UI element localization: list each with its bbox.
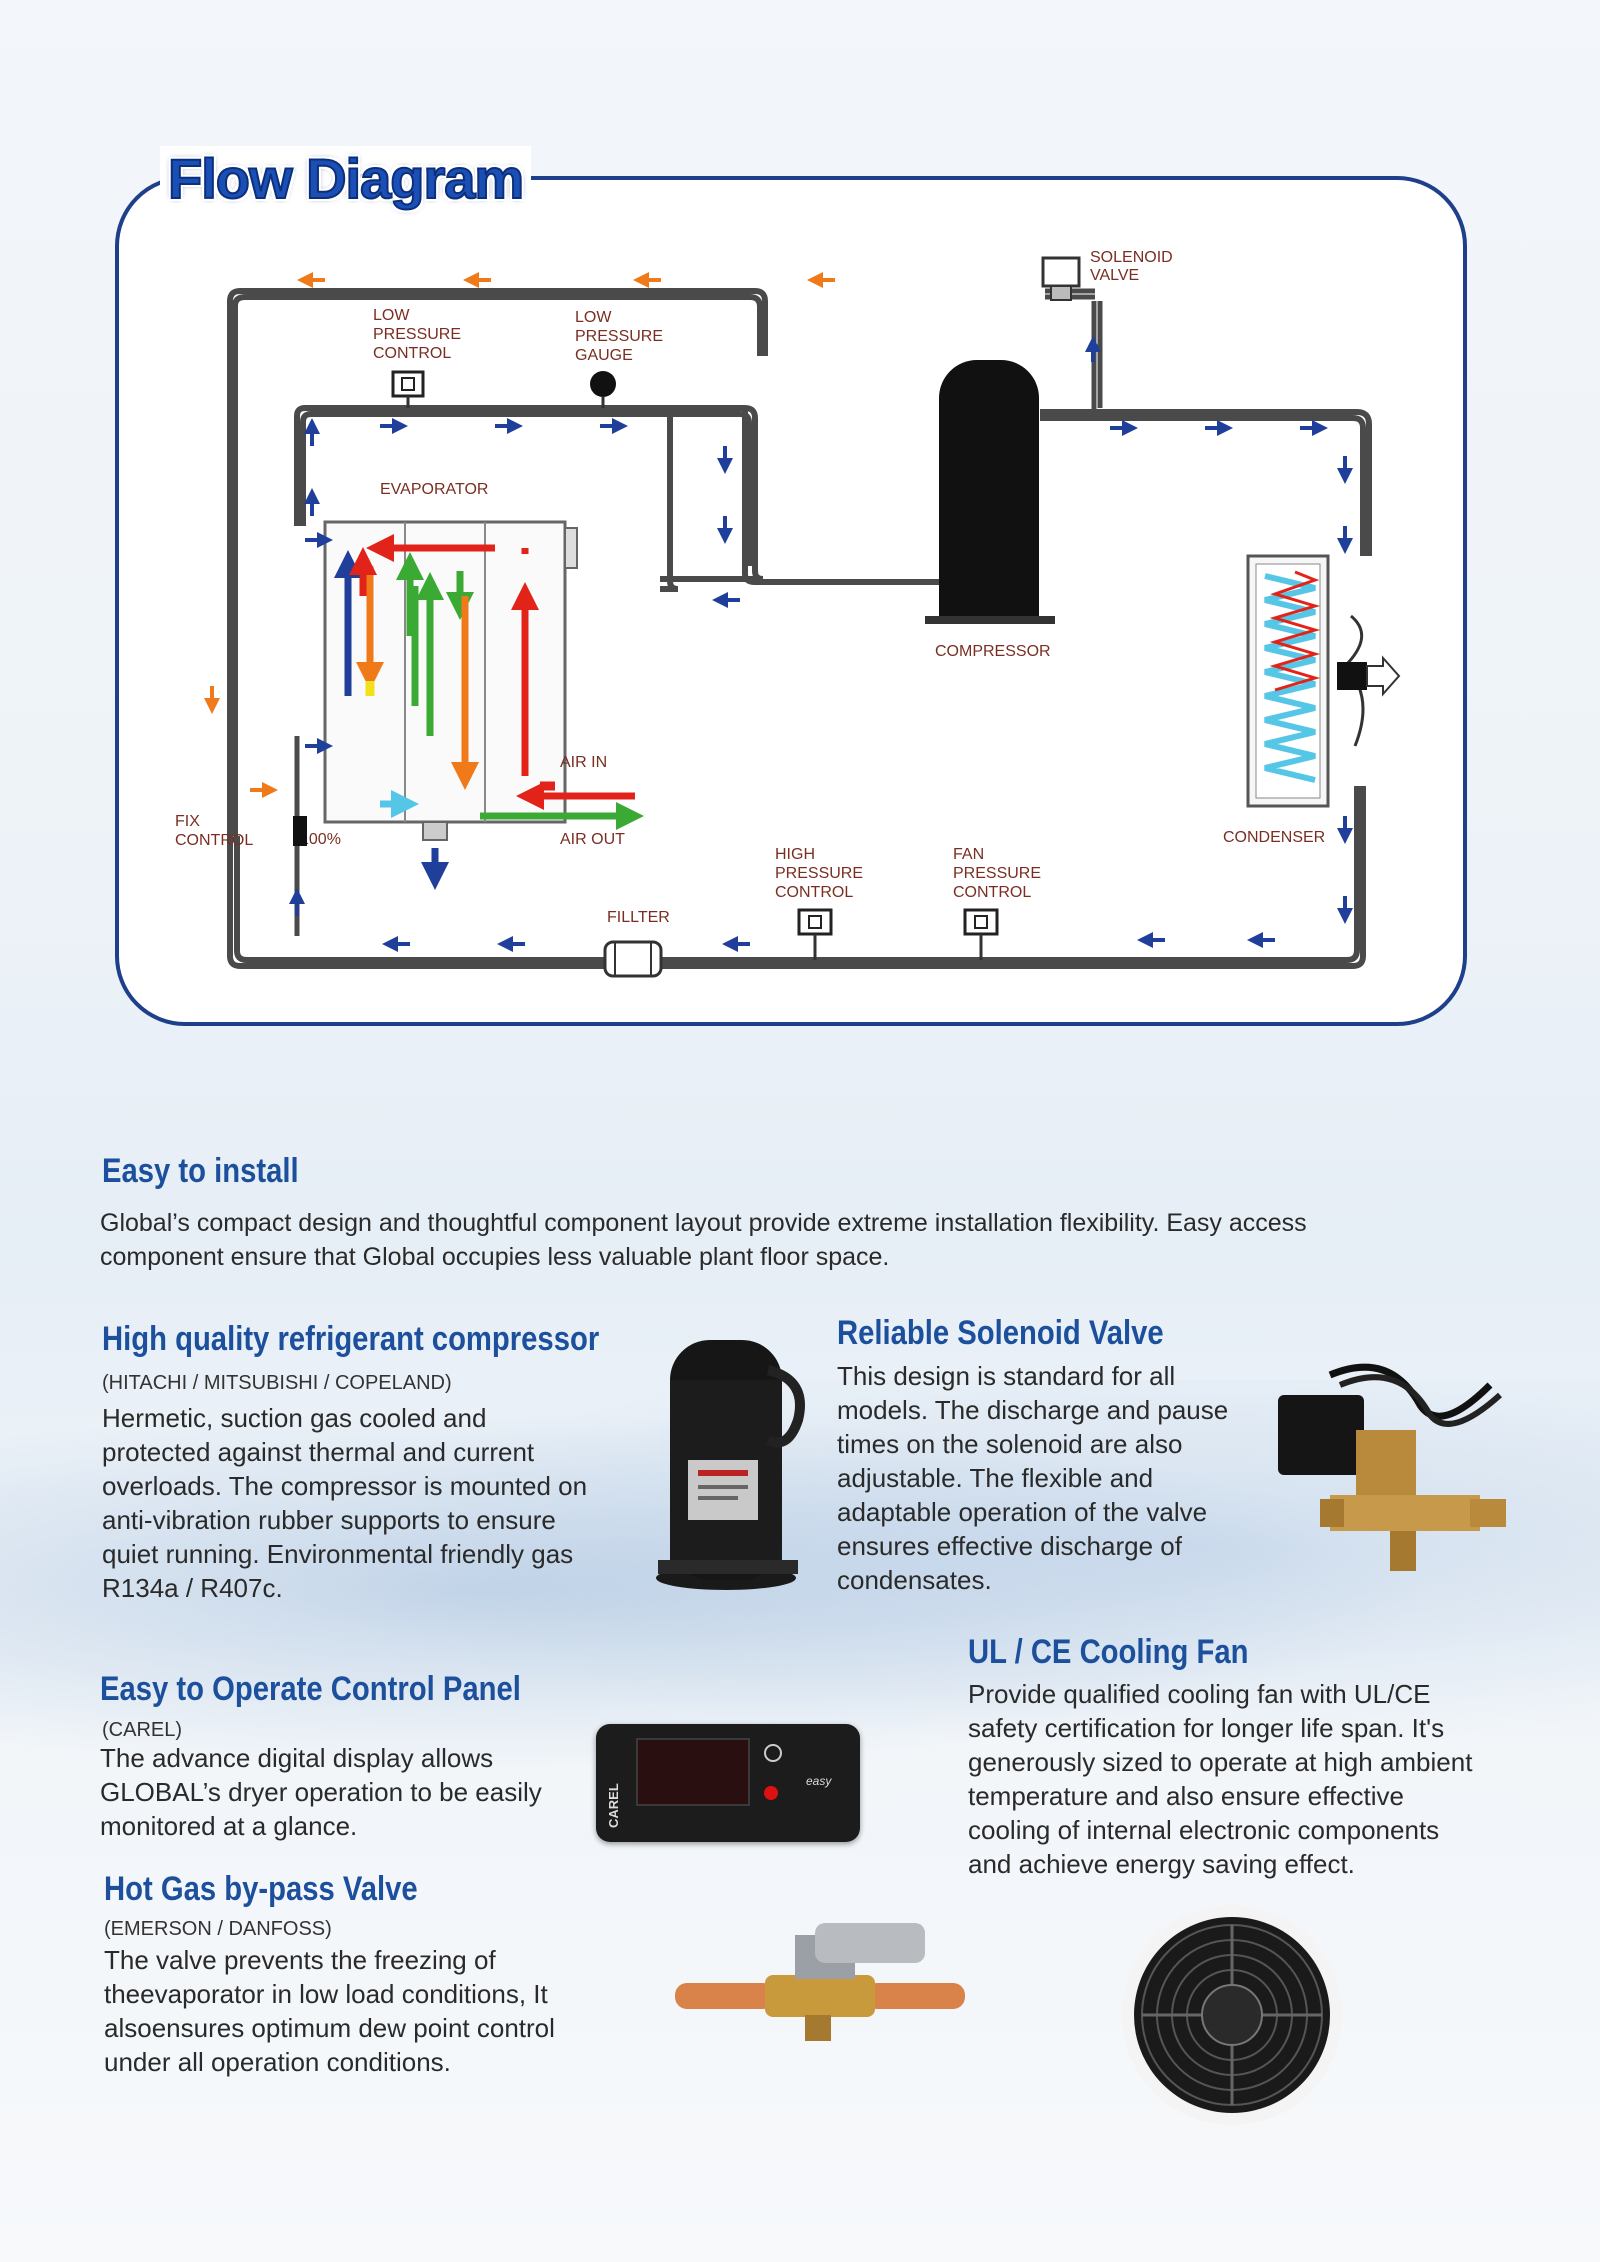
diagram-title: Flow Diagram [160, 146, 532, 211]
hotgas-heading: Hot Gas by-pass Valve [104, 1870, 418, 1908]
compressor-line-2: protected against thermal and current [102, 1437, 535, 1467]
fan-line-4: temperature and also ensure effective [968, 1781, 1405, 1811]
solenoid-label-2: VALVE [1090, 267, 1139, 284]
solenoid-label-1: SOLENOID [1090, 249, 1173, 266]
air-in-label: AIR IN [560, 754, 607, 771]
easy-logo: easy [806, 1774, 832, 1788]
compressor-line-5: quiet running. Environmental friendly ga… [102, 1539, 574, 1569]
compressor-line-1: Hermetic, suction gas cooled and [102, 1403, 487, 1433]
control-line-3: monitored at a glance. [100, 1811, 358, 1841]
fpc-label-1: FAN [953, 846, 984, 863]
fan-text: Provide qualified cooling fan with UL/CE… [968, 1677, 1472, 1881]
hotgas-line-3: alsoensures optimum dew point control [104, 2013, 555, 2043]
install-text: Global’s compact design and thoughtful c… [100, 1206, 1307, 1274]
hpc-label-1: HIGH [775, 846, 815, 863]
fan-line-5: cooling of internal electronic component… [968, 1815, 1440, 1845]
lpg-label-2: PRESSURE [575, 328, 663, 345]
install-heading: Easy to install [102, 1152, 299, 1190]
fan-heading: UL / CE Cooling Fan [968, 1633, 1249, 1671]
solenoid-line-2: models. The discharge and pause [837, 1395, 1229, 1425]
flow-diagram: SOLENOID VALVE LOW PRESSURE CONTROL LOW … [175, 249, 1401, 978]
fix-control-icon [293, 816, 307, 846]
control-text: The advance digital display allows GLOBA… [100, 1741, 542, 1843]
carel-logo: CAREL [606, 1783, 621, 1828]
fix-control-label-1: FIX [175, 813, 200, 830]
solenoid-valve-photo [1278, 1363, 1506, 1571]
lpc-label-1: LOW [373, 307, 410, 324]
lpg-label-3: GAUGE [575, 347, 633, 364]
fpc-label-2: PRESSURE [953, 865, 1041, 882]
control-panel-photo: CAREL easy [596, 1724, 860, 1842]
compressor-line-4: anti-vibration rubber supports to ensure [102, 1505, 556, 1535]
control-brands: (CAREL) [102, 1719, 183, 1741]
compressor-line-3: overloads. The compressor is mounted on [102, 1471, 588, 1501]
solenoid-line-1: This design is standard for all [837, 1361, 1176, 1391]
solenoid-line-6: ensures effective discharge of [837, 1531, 1182, 1561]
compressor-line-6: R134a / R407c. [102, 1573, 283, 1603]
percent-label: 100% [300, 831, 341, 848]
control-line-1: The advance digital display allows [100, 1743, 494, 1773]
hotgas-line-1: The valve prevents the freezing of [104, 1945, 496, 1975]
fan-line-3: generously sized to operate at high ambi… [968, 1747, 1473, 1777]
defrost-icon [764, 1786, 778, 1800]
install-line-1: Global’s compact design and thoughtful c… [100, 1209, 1307, 1237]
power-icon [764, 1744, 782, 1762]
air-out-label: AIR OUT [560, 831, 625, 848]
solenoid-line-4: adjustable. The flexible and [837, 1463, 1154, 1493]
compressor-photo [656, 1340, 805, 1590]
control-heading: Easy to Operate Control Panel [100, 1670, 521, 1708]
condenser-label: CONDENSER [1223, 829, 1325, 846]
fan-line-1: Provide qualified cooling fan with UL/CE [968, 1679, 1431, 1709]
compressor-brands: (HITACHI / MITSUBISHI / COPELAND) [102, 1372, 452, 1394]
compressor-text: Hermetic, suction gas cooled and protect… [102, 1401, 587, 1605]
flow-arrows [204, 272, 1353, 952]
solenoid-line-5: adaptable operation of the valve [837, 1497, 1208, 1527]
fpc-label-3: CONTROL [953, 884, 1031, 901]
hotgas-brands: (EMERSON / DANFOSS) [104, 1918, 332, 1940]
hpc-label-3: CONTROL [775, 884, 853, 901]
hotgas-line-4: under all operation conditions. [104, 2047, 451, 2077]
digital-display [636, 1738, 750, 1806]
condenser-icon [1246, 554, 1330, 808]
evaporator-label: EVAPORATOR [380, 481, 488, 498]
hotgas-line-2: theevaporator in low load conditions, It [104, 1979, 548, 2009]
solenoid-valve-icon [1041, 256, 1081, 288]
cooling-fan-photo [1122, 1905, 1342, 2125]
condenser-fan-icon [1337, 614, 1401, 747]
fan-line-2: safety certification for longer life spa… [968, 1713, 1445, 1743]
solenoid-line-7: condensates. [837, 1565, 992, 1595]
compressor-label: COMPRESSOR [935, 643, 1051, 660]
control-line-2: GLOBAL’s dryer operation to be easily [100, 1777, 542, 1807]
hpc-label-2: PRESSURE [775, 865, 863, 882]
compressor-icon [925, 360, 1055, 624]
install-line-2: component ensure that Global occupies le… [100, 1243, 890, 1271]
lpg-label-1: LOW [575, 309, 612, 326]
fan-line-6: and achieve energy saving effect. [968, 1849, 1355, 1879]
lpc-label-3: CONTROL [373, 345, 451, 362]
fix-control-label-2: CONTROL [175, 832, 253, 849]
filter-label: FILLTER [607, 909, 670, 926]
solenoid-text: This design is standard for all models. … [837, 1359, 1228, 1597]
pressure-gauge-icon [590, 371, 616, 397]
lpc-label-2: PRESSURE [373, 326, 461, 343]
compressor-heading: High quality refrigerant compressor [102, 1320, 600, 1358]
filter-icon [603, 940, 663, 978]
solenoid-heading: Reliable Solenoid Valve [837, 1314, 1164, 1352]
hot-gas-valve-photo [675, 1923, 965, 2041]
hotgas-text: The valve prevents the freezing of theev… [104, 1943, 555, 2079]
piping [227, 288, 1372, 969]
solenoid-line-3: times on the solenoid are also [837, 1429, 1183, 1459]
